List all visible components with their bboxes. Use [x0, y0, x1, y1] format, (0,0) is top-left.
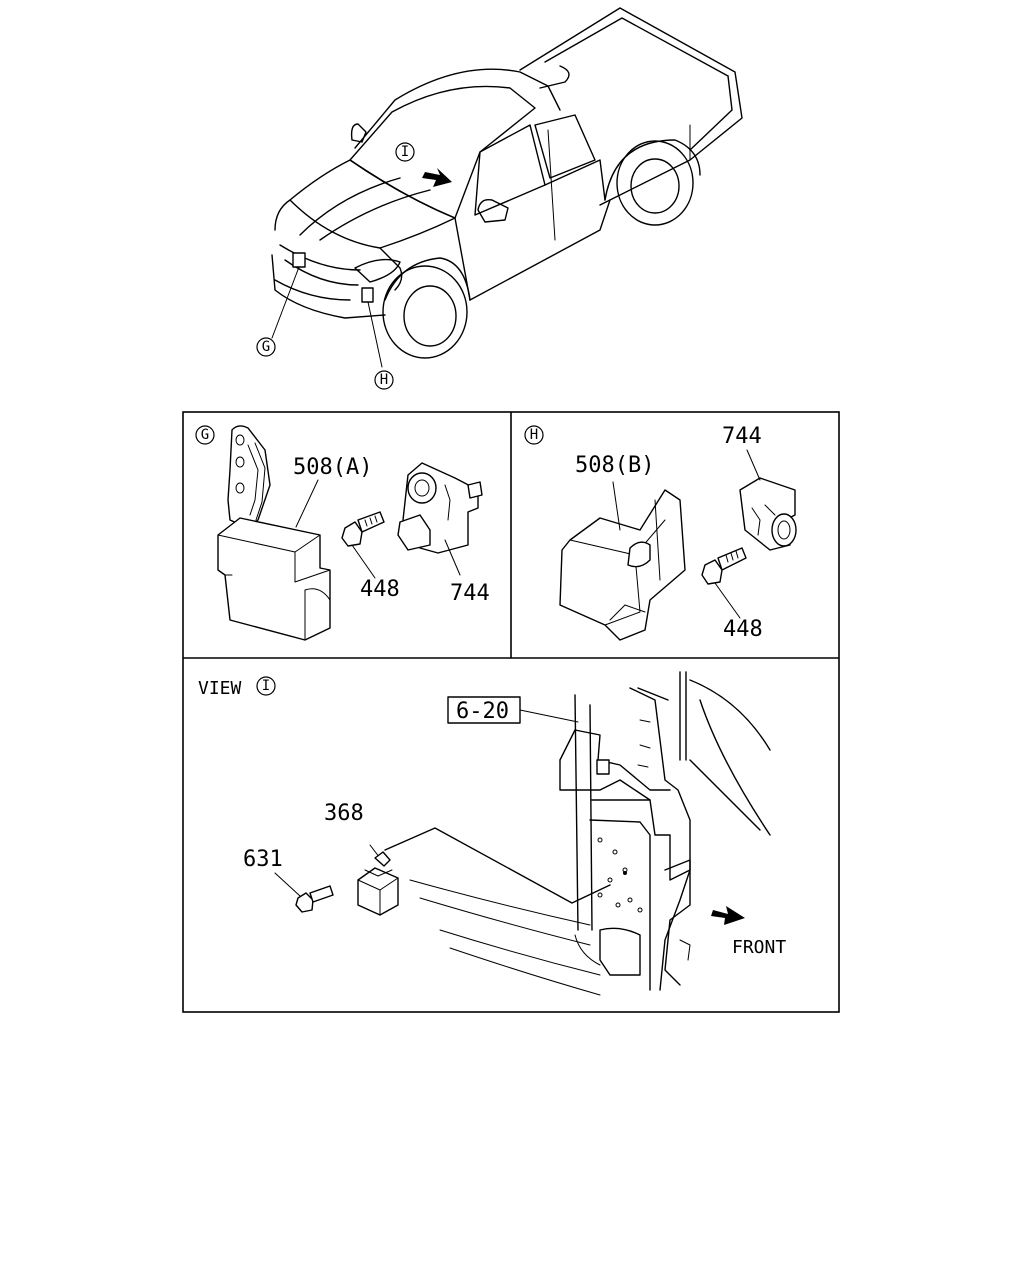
panel-h-tag: H [530, 427, 538, 443]
label-744-h: 744 [722, 424, 762, 449]
panel-view-i [256, 671, 771, 996]
label-508b: 508(B) [575, 453, 654, 478]
label-448-h: 448 [723, 617, 763, 642]
callout-g-label: G [262, 339, 270, 355]
view-label: VIEW [198, 678, 242, 699]
label-448-g: 448 [360, 577, 400, 602]
view-tag: I [262, 678, 270, 694]
label-6-20: 6-20 [456, 699, 509, 724]
panel-g [195, 425, 483, 641]
panel-h [524, 425, 797, 641]
label-368: 368 [324, 801, 364, 826]
label-631: 631 [243, 847, 283, 872]
label-front: FRONT [732, 937, 786, 958]
callout-h-label: H [380, 372, 388, 388]
label-744-g: 744 [450, 581, 490, 606]
panel-g-tag: G [201, 427, 209, 443]
truck-illustration [256, 7, 743, 390]
label-508a: 508(A) [293, 455, 372, 480]
callout-i-label: I [401, 144, 409, 160]
